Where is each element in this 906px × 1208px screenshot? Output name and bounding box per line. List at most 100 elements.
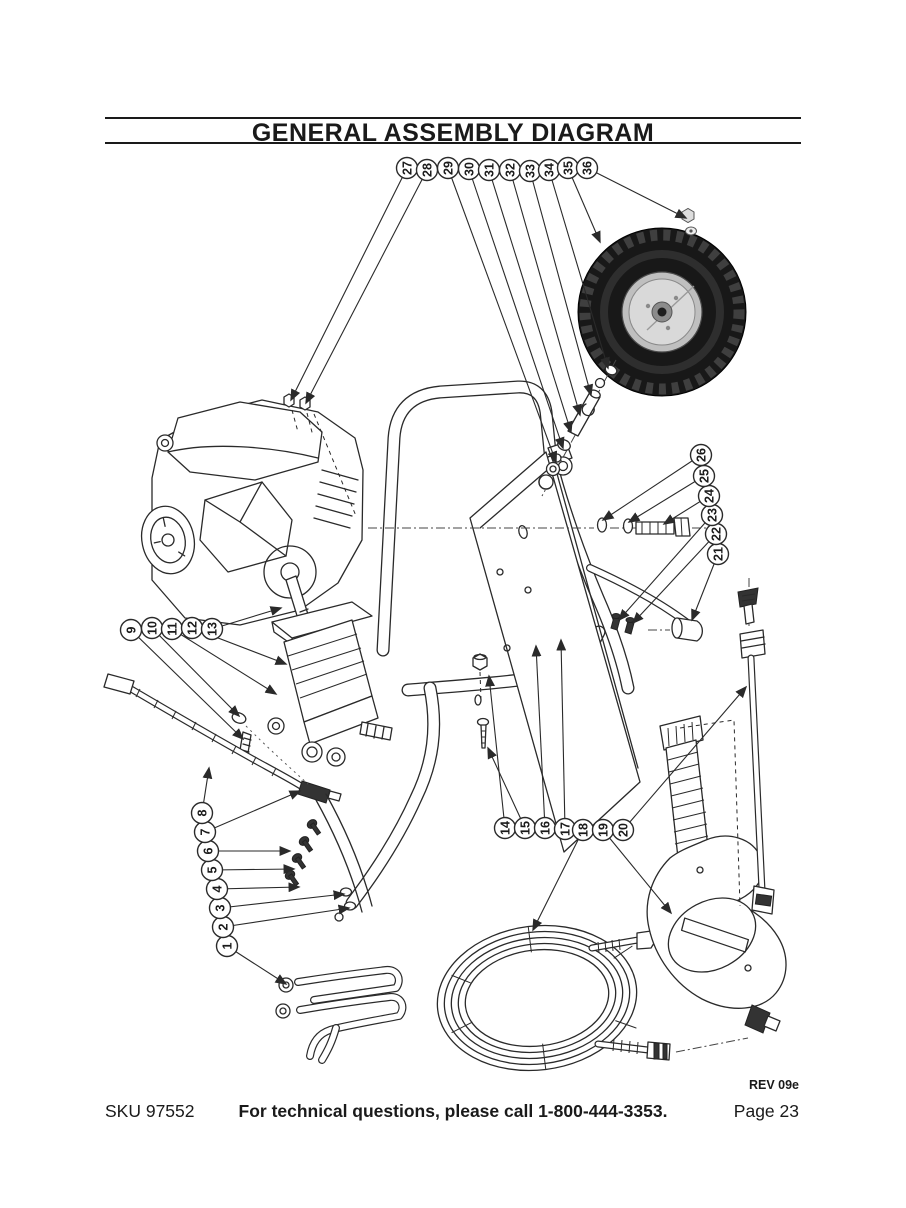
callout-8: 8: [190, 801, 214, 825]
header-rule-top: [105, 117, 801, 119]
callout-9: 9: [119, 618, 143, 642]
callout-11: 11: [160, 617, 184, 641]
callout-number-2: 2: [217, 923, 231, 930]
callout-leader-13: [211, 606, 283, 630]
callout-7: 7: [193, 820, 217, 844]
callout-number-22: 22: [710, 527, 724, 541]
callout-number-33: 33: [524, 164, 538, 178]
page-footer: SKU 97552 For technical questions, pleas…: [0, 1101, 906, 1127]
callout-leader-26: [601, 454, 702, 521]
wheel-illustration: [577, 207, 747, 397]
callout-number-7: 7: [199, 828, 213, 835]
callout-number-11: 11: [166, 622, 180, 635]
callout-number-26: 26: [695, 448, 709, 462]
callout-number-4: 4: [211, 885, 225, 892]
callout-10: 10: [140, 616, 164, 640]
callout-leader-4: [216, 882, 301, 893]
callout-leader-19: [602, 829, 673, 915]
callout-32: 32: [498, 158, 522, 182]
callout-leader-20: [622, 685, 748, 831]
callout-27: 27: [395, 156, 419, 180]
callout-leader-17: [556, 638, 567, 830]
page-number: Page 23: [733, 1101, 799, 1121]
callout-leader-18: [532, 829, 584, 932]
callout-balloon-13: [200, 617, 224, 641]
sku-label: SKU 97552: [105, 1101, 195, 1121]
callout-number-32: 32: [504, 163, 518, 177]
callout-leader-11: [171, 628, 278, 695]
callout-number-29: 29: [442, 161, 456, 175]
callout-4: 4: [205, 877, 229, 901]
hose-fittings: [588, 930, 749, 1061]
pump-illustration: [231, 601, 393, 767]
callout-number-6: 6: [202, 847, 216, 854]
callout-balloon-26: [689, 443, 713, 467]
callout-leader-2: [222, 904, 351, 928]
callout-number-31: 31: [483, 163, 497, 177]
callout-1: 1: [215, 934, 239, 958]
callout-leader-33: [529, 170, 594, 397]
callout-leader-35: [567, 167, 601, 244]
callout-leader-28: [305, 169, 428, 405]
callout-24: 24: [697, 484, 721, 508]
callout-number-20: 20: [617, 823, 631, 837]
callout-number-21: 21: [712, 547, 726, 561]
callout-number-12: 12: [186, 621, 200, 635]
callout-leader-22: [631, 533, 717, 625]
foot-bracket-illustration: [275, 966, 407, 1064]
hose-coil-illustration: [436, 924, 638, 1072]
callout-14: 14: [493, 816, 517, 840]
callout-number-3: 3: [214, 904, 228, 911]
callout-25: 25: [692, 464, 716, 488]
revision-label: REV 09e: [748, 1078, 799, 1092]
callout-number-35: 35: [562, 161, 576, 175]
callout-26: 26: [689, 443, 713, 467]
callout-20: 20: [611, 818, 635, 842]
callout-leader-27: [290, 167, 408, 402]
callout-balloon-20: [611, 818, 635, 842]
siphon-hose-illustration: [103, 673, 342, 804]
support-phone-text: For technical questions, please call 1-8…: [238, 1101, 668, 1121]
callout-13: 13: [200, 617, 224, 641]
callout-12: 12: [180, 616, 204, 640]
callout-number-16: 16: [539, 821, 553, 835]
callout-number-19: 19: [597, 823, 611, 837]
callout-3: 3: [208, 896, 232, 920]
callout-6: 6: [196, 839, 220, 863]
callout-number-17: 17: [559, 822, 573, 836]
callout-leader-29: [447, 167, 558, 464]
callout-leader-9: [130, 629, 245, 741]
callout-number-28: 28: [421, 163, 435, 177]
spray-gun-illustration: [646, 715, 787, 1034]
callout-number-25: 25: [698, 469, 712, 483]
callout-36: 36: [575, 156, 599, 180]
callout-leader-1: [226, 945, 288, 985]
callout-number-27: 27: [401, 161, 415, 175]
callout-leader-14: [485, 674, 506, 829]
callout-21: 21: [706, 542, 730, 566]
callout-16: 16: [533, 816, 557, 840]
axle-nut: [681, 207, 695, 224]
callout-19: 19: [591, 818, 615, 842]
callout-leader-31: [488, 169, 573, 434]
callout-number-24: 24: [703, 489, 717, 503]
callout-31: 31: [477, 158, 501, 182]
header-rule-bottom: [105, 142, 801, 144]
callout-balloon-8: [190, 801, 214, 825]
callout-leader-15: [487, 746, 526, 829]
callout-number-15: 15: [519, 821, 533, 835]
callout-number-10: 10: [146, 621, 160, 635]
callout-leader-21: [691, 553, 719, 622]
callout-balloon-36: [575, 156, 599, 180]
engine-illustration: [140, 393, 364, 647]
callout-30: 30: [457, 157, 481, 181]
callout-number-9: 9: [125, 626, 139, 633]
callout-number-14: 14: [499, 821, 513, 835]
callout-number-30: 30: [463, 162, 477, 176]
callout-number-36: 36: [581, 161, 595, 175]
callout-leader-7: [204, 790, 302, 833]
callout-number-13: 13: [206, 622, 220, 636]
